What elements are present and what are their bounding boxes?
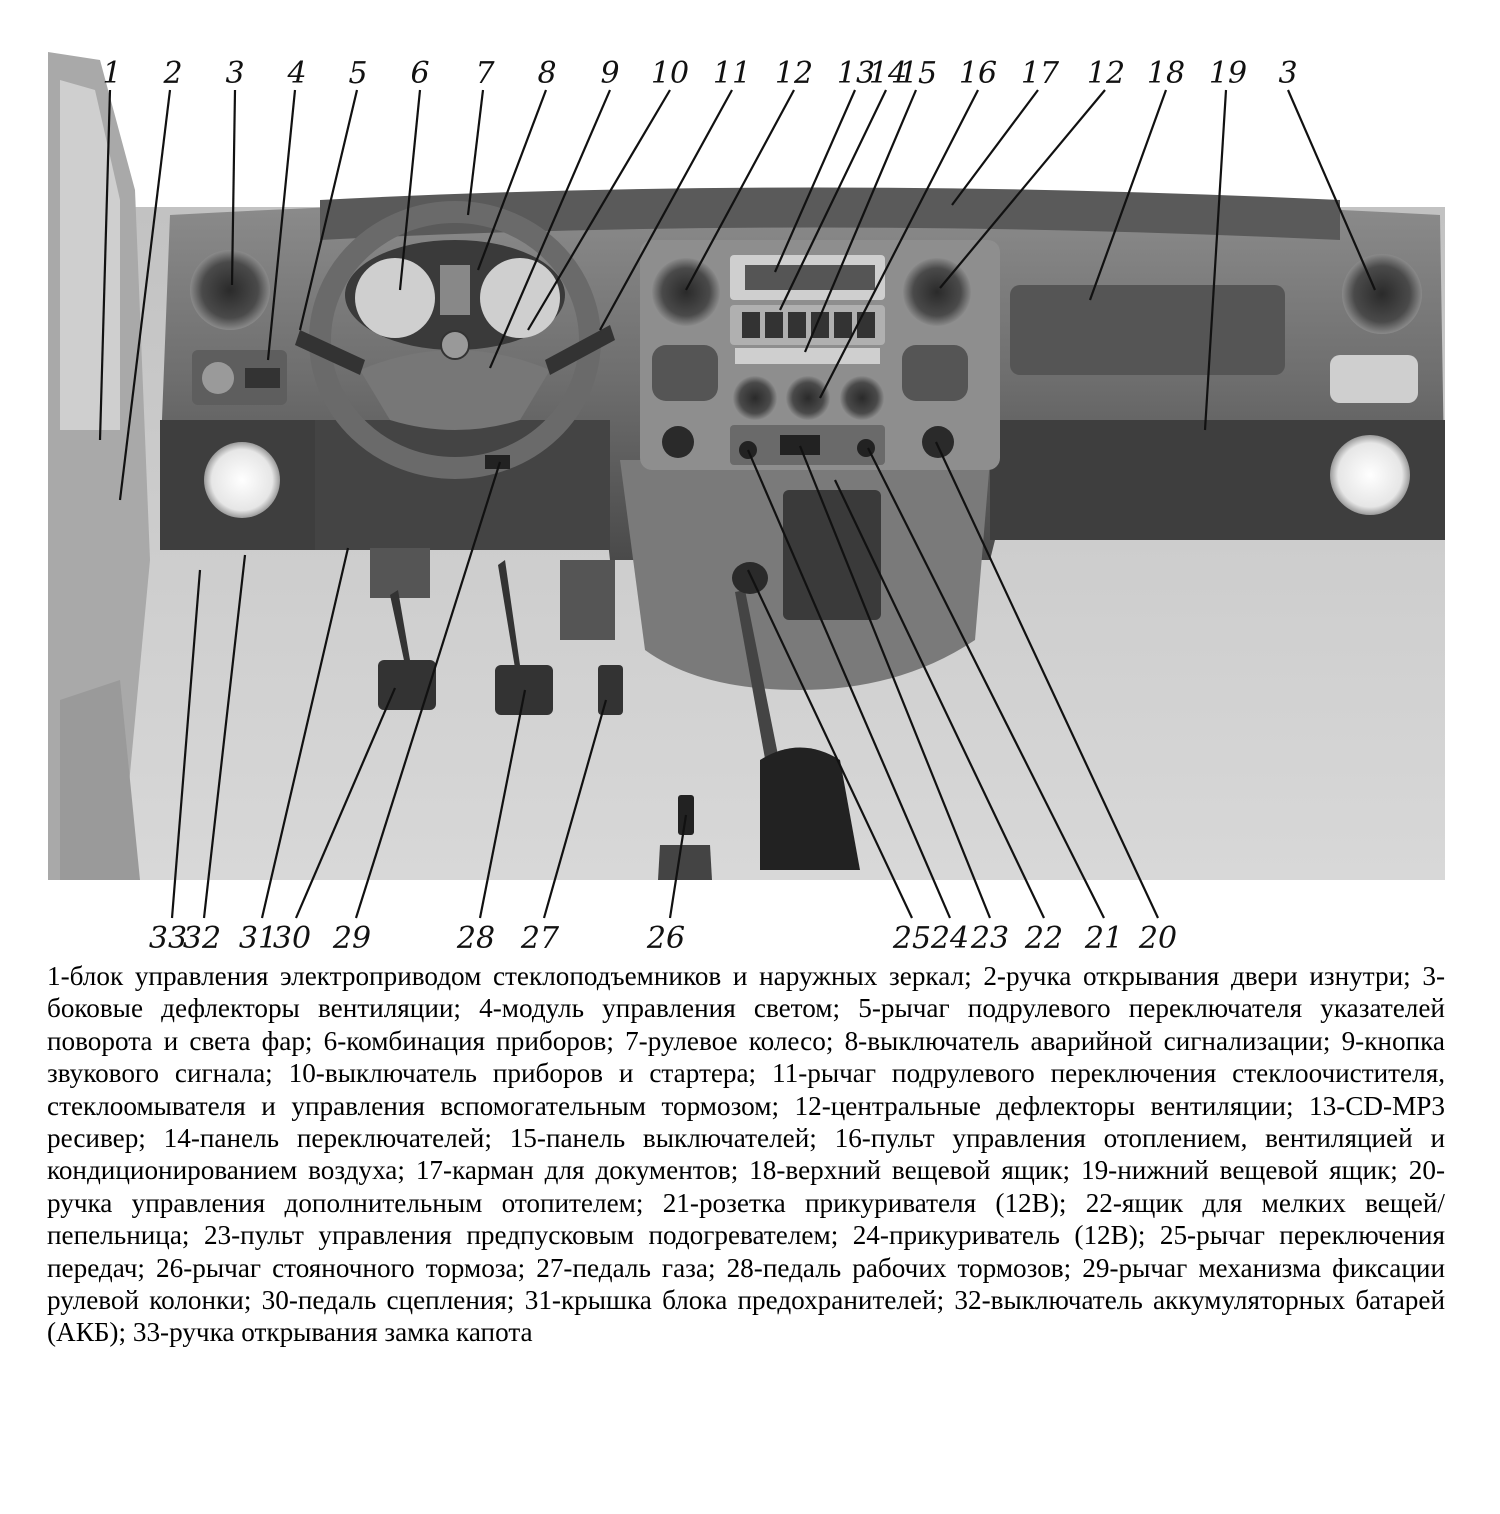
caption-item-16: 16-пульт управления отоплением, вентиляц… [47, 1123, 1445, 1186]
caption-item-10: 10-выключатель приборов и стартера; [288, 1058, 773, 1089]
callout-bottom-21: 21 [1084, 921, 1123, 956]
callouts: 1 2 3 4 5 6 7 8 9 10 11 12 13 14 15 16 1… [98, 56, 1377, 956]
caption-item-11: 11-рычаг подрулевого переключения стекло… [47, 1058, 1445, 1121]
caption-item-8: 8-выключатель аварийной сигнализации; [844, 1025, 1342, 1056]
callout-bottom-29: 29 [332, 921, 371, 956]
callout-top-4: 4 [286, 56, 306, 91]
callout-top-19: 19 [1209, 56, 1247, 91]
caption-item-26: 26-рычаг стояночного тормоза; [156, 1252, 537, 1283]
callout-bottom-25: 25 [892, 921, 931, 956]
callout-top-1: 1 [102, 56, 121, 91]
caption-item-21: 21-розетка прикуривателя (12В); [662, 1187, 1086, 1218]
caption-item-12: 12-центральные дефлекторы вентиляции; [794, 1090, 1310, 1121]
callout-top-12b: 12 [1087, 56, 1125, 91]
caption-item-6: 6-комбинация приборов; [323, 1025, 626, 1056]
callout-top-8: 8 [537, 56, 556, 91]
caption-item-27: 27-педаль газа; [536, 1252, 727, 1283]
horn-pad [360, 350, 550, 430]
callout-top-14: 14 [869, 56, 907, 91]
callout-top-15: 15 [899, 56, 937, 91]
caption-item-3: 3-боковые дефлекторы вентиляции; [47, 961, 1445, 1024]
small-items-box [783, 490, 881, 620]
caption-item-2: 2-ручка открывания двери изнутри; [983, 961, 1423, 991]
caption-item-33: 33-ручка открывания замка капота [132, 1317, 533, 1348]
callout-top-11: 11 [713, 56, 751, 91]
caption-item-32: 32-выключатель аккумуляторных батарей (А… [47, 1285, 1446, 1348]
callout-bottom-33: 33 [149, 921, 187, 956]
callout-top-10: 10 [651, 56, 689, 91]
figure-caption: 1-блок управления электроприводом стекло… [47, 960, 1445, 1349]
callout-top-9: 9 [600, 56, 619, 91]
caption-item-22: 22-ящик для мелких вещей/пепельница; [47, 1187, 1445, 1251]
caption-item-14: 14-панель переключателей; [163, 1123, 510, 1154]
callout-bottom-20: 20 [1138, 921, 1177, 956]
caption-item-17: 17-карман для документов; [415, 1155, 750, 1186]
gear-lever [732, 562, 860, 870]
callout-top-18: 18 [1147, 56, 1185, 91]
caption-item-23: 23-пульт управления предпусковым подогре… [203, 1220, 853, 1251]
callout-top-3b: 3 [1278, 56, 1297, 91]
caption-item-4: 4-модуль управления светом; [479, 993, 859, 1024]
callout-bottom-22: 22 [1024, 921, 1063, 956]
hvac-knobs [733, 376, 884, 420]
callout-top-7: 7 [475, 56, 495, 91]
caption-item-13: 13-CD-MP3 ресивер; [47, 1090, 1445, 1154]
caption-item-7: 7-рулевое колесо; [625, 1025, 845, 1056]
callout-bottom-28: 28 [456, 921, 495, 956]
dashboard-diagram: 1 2 3 4 5 6 7 8 9 10 11 12 13 14 15 16 1… [48, 52, 1445, 956]
caption-item-28: 28-педаль рабочих тормозов; [726, 1252, 1083, 1283]
caption-item-29: 29-рычаг механизма фиксации рулевой коло… [47, 1252, 1445, 1316]
caption-item-25: 25-рычаг переключения передач; [47, 1220, 1445, 1283]
caption-item-20: 20-ручка управления дополнительным отопи… [47, 1155, 1445, 1218]
callout-bottom-24: 24 [930, 921, 969, 956]
caption-item-31: 31-крышка блока предохранителей; [524, 1285, 955, 1316]
callout-bottom-30: 30 [273, 921, 311, 956]
callout-bottom-27: 27 [520, 921, 560, 956]
caption-item-18: 18-верхний вещевой ящик; [749, 1155, 1081, 1186]
callout-top-5: 5 [348, 56, 367, 91]
caption-item-5: 5-рычаг подрулевого переключателя указат… [47, 993, 1445, 1056]
callout-top-12a: 12 [775, 56, 813, 91]
callout-bottom-26: 26 [646, 921, 685, 956]
callout-bottom-32: 32 [183, 921, 221, 956]
callout-bottom-31: 31 [239, 921, 277, 956]
callout-top-13: 13 [837, 56, 875, 91]
callout-bottom-23: 23 [970, 921, 1009, 956]
callout-top-3: 3 [225, 56, 244, 91]
caption-item-1: 1-блок управления электроприводом стекло… [47, 961, 984, 991]
caption-item-15: 15-панель выключателей; [509, 1123, 835, 1154]
caption-item-30: 30-педаль сцепления; [261, 1285, 525, 1316]
caption-item-9: 9-кнопка звукового сигнала; [47, 1025, 1445, 1089]
caption-item-19: 19-нижний вещевой ящик; [1080, 1155, 1409, 1186]
callout-top-16: 16 [959, 56, 997, 91]
caption-item-24: 24-прикуриватель (12В); [852, 1220, 1160, 1251]
callout-top-17: 17 [1021, 56, 1060, 91]
pedals [370, 548, 623, 715]
upper-glovebox [1010, 285, 1285, 375]
callout-top-2: 2 [162, 56, 182, 91]
ventilation-deflectors [190, 250, 1422, 334]
callout-top-6: 6 [410, 56, 429, 91]
